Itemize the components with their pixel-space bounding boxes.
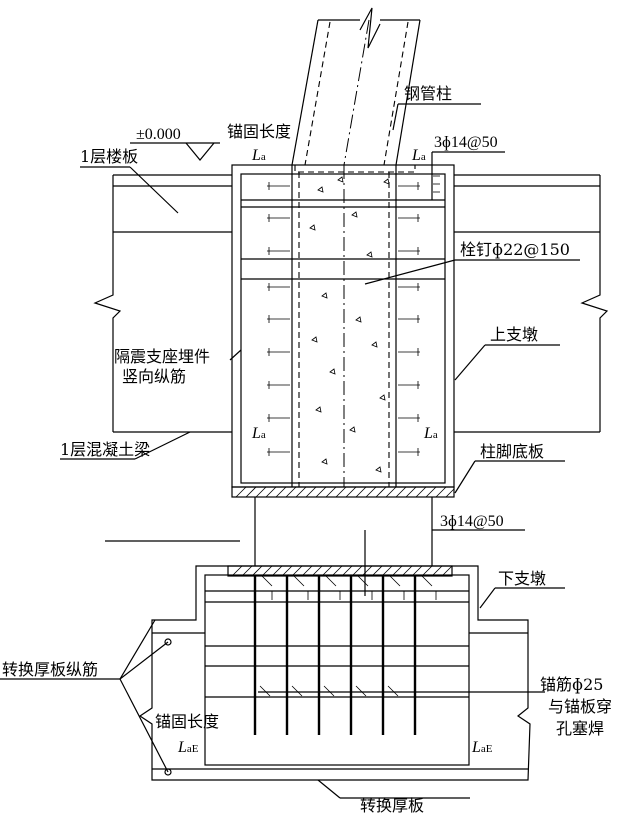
base-plate <box>231 486 455 498</box>
transfer-slab-rebar-label: 转换厚板纵筋 <box>2 660 98 679</box>
anchor-bolts-connection <box>254 497 433 566</box>
stud-label: 栓钉ɸ22@150 <box>460 240 570 259</box>
steel-tube-column <box>291 7 421 166</box>
elevation-marker <box>130 142 220 161</box>
embedded-rebar-label-2: 竖向纵筋 <box>122 367 186 386</box>
anchor-length-top-label: 锚固长度 <box>227 122 291 141</box>
la-symbol-top-right: La <box>411 147 426 164</box>
la-symbol-bottom-left: La <box>251 425 266 442</box>
upper-pier-label: 上支墩 <box>490 325 538 344</box>
elevation-label: ±0.000 <box>136 126 181 143</box>
transfer-slab-label: 转换厚板 <box>360 796 424 815</box>
floor-slab-lines <box>93 174 609 433</box>
base-plate-label: 柱脚底板 <box>480 442 544 461</box>
lower-pier <box>105 540 531 781</box>
lower-pier-label: 下支墩 <box>498 569 546 588</box>
annotations: ±0.000 锚固长度 钢管柱 3ɸ14@50 1层楼板 栓钉ɸ22@150 上… <box>2 84 612 815</box>
steel-tube-column-label: 钢管柱 <box>404 84 452 103</box>
floor-slab-label: 1层楼板 <box>80 147 138 166</box>
anchor-bar-label-2: 与锚板穿 <box>548 697 612 716</box>
la-symbol-top-left: La <box>251 147 266 164</box>
lae-symbol-left: LaE <box>177 739 199 756</box>
anchor-length-bottom-label: 锚固长度 <box>155 712 219 731</box>
la-symbol-bottom-right: La <box>423 425 438 442</box>
concrete-beam-label: 1层混凝土梁 <box>60 440 150 459</box>
stiffener-bottom-label: 3ɸ14@50 <box>440 513 504 530</box>
embedded-rebar-label-1: 隔震支座埋件 <box>114 347 210 366</box>
stiffener-top-label: 3ɸ14@50 <box>434 134 498 151</box>
anchor-bar-label-1: 锚筋ɸ25 <box>540 675 603 694</box>
anchor-bar-label-3: 孔塞焊 <box>556 719 604 738</box>
lae-symbol-right: LaE <box>471 739 493 756</box>
leader-lines <box>0 103 580 799</box>
